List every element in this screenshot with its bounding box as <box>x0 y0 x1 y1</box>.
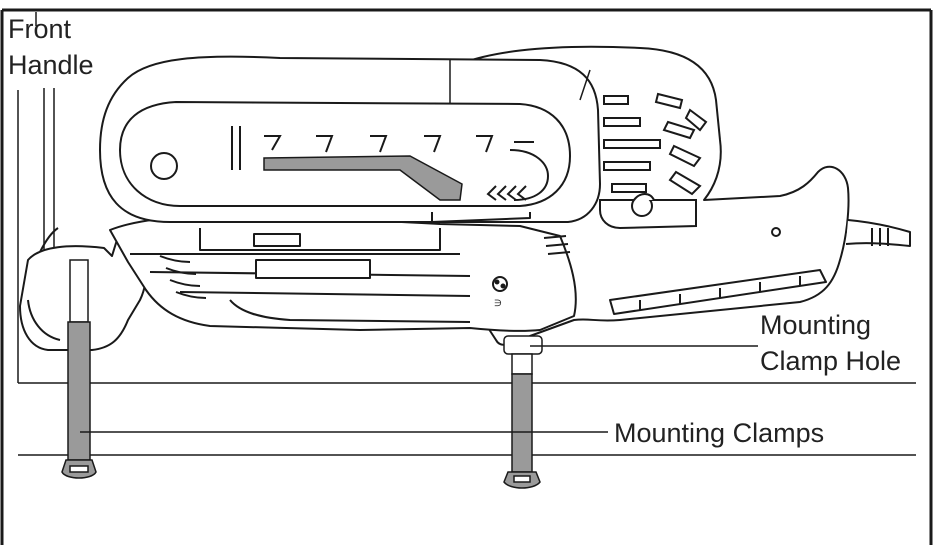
mark-glyph: ∋ <box>494 298 502 308</box>
motor-vents <box>603 92 708 196</box>
workbench <box>17 90 916 456</box>
front-mounting-clamp <box>61 259 97 479</box>
rear-mounting-clamp <box>503 335 543 489</box>
front-handle-label-line2: Handle <box>8 50 94 80</box>
belt-arrows <box>264 135 534 201</box>
clamp-hole-label-line1: Mounting <box>760 310 872 340</box>
belt-cover <box>99 55 601 223</box>
leader-lines <box>35 12 758 433</box>
mounting-clamps-label: Mounting Clamps <box>614 418 825 448</box>
frame <box>0 8 933 545</box>
clamp-hole-label-line2: Clamp Hole <box>760 346 902 376</box>
sander-main-body: ∋ <box>109 214 577 332</box>
dust-port <box>599 193 697 230</box>
front-handle-label-line1: Front <box>8 14 72 44</box>
tension-lever <box>263 155 463 201</box>
